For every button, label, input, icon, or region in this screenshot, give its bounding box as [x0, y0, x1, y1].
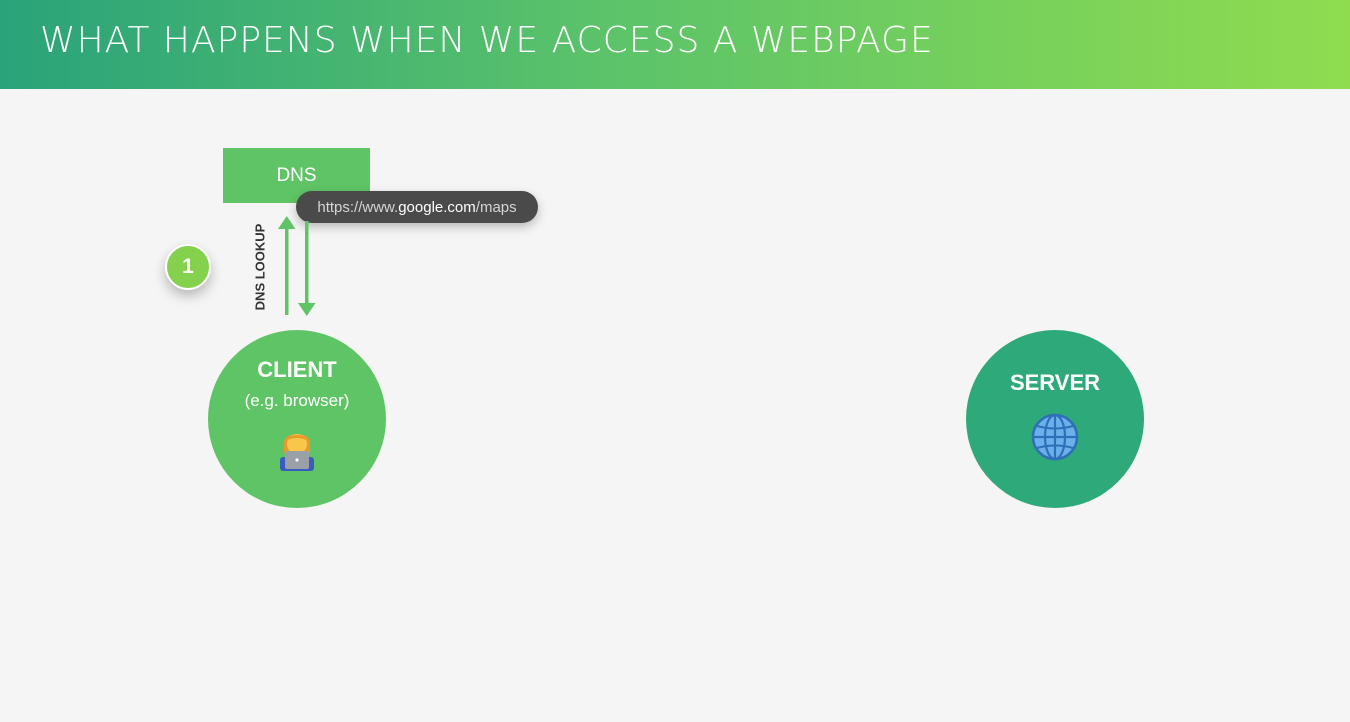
dns-label: DNS [276, 164, 317, 186]
url-domain: google.com [398, 198, 476, 216]
dns-box: DNS [223, 148, 370, 203]
dns-lookup-arrows [278, 216, 316, 316]
client-title: CLIENT [257, 357, 337, 382]
url-prefix: https://www. [317, 198, 399, 216]
down-arrow-icon [298, 221, 316, 316]
server-title: SERVER [1009, 370, 1101, 395]
url-pill: https://www.google.com/maps [296, 191, 538, 223]
person-with-laptop-icon [280, 434, 314, 471]
server-circle: SERVER [966, 330, 1144, 508]
up-arrow-icon [278, 216, 296, 315]
page-title: WHAT HAPPENS WHEN WE ACCESS A WEBPAGE [40, 20, 934, 61]
step-number: 1 [182, 255, 194, 278]
step-badge: 1 [165, 244, 211, 290]
url-path: /maps [475, 198, 517, 216]
dns-lookup-label: DNS LOOKUP [252, 223, 268, 311]
globe-icon [1031, 413, 1079, 461]
client-circle: CLIENT (e.g. browser) [208, 330, 386, 508]
client-subtitle: (e.g. browser) [244, 391, 350, 410]
header-banner: WHAT HAPPENS WHEN WE ACCESS A WEBPAGE [0, 0, 1350, 89]
